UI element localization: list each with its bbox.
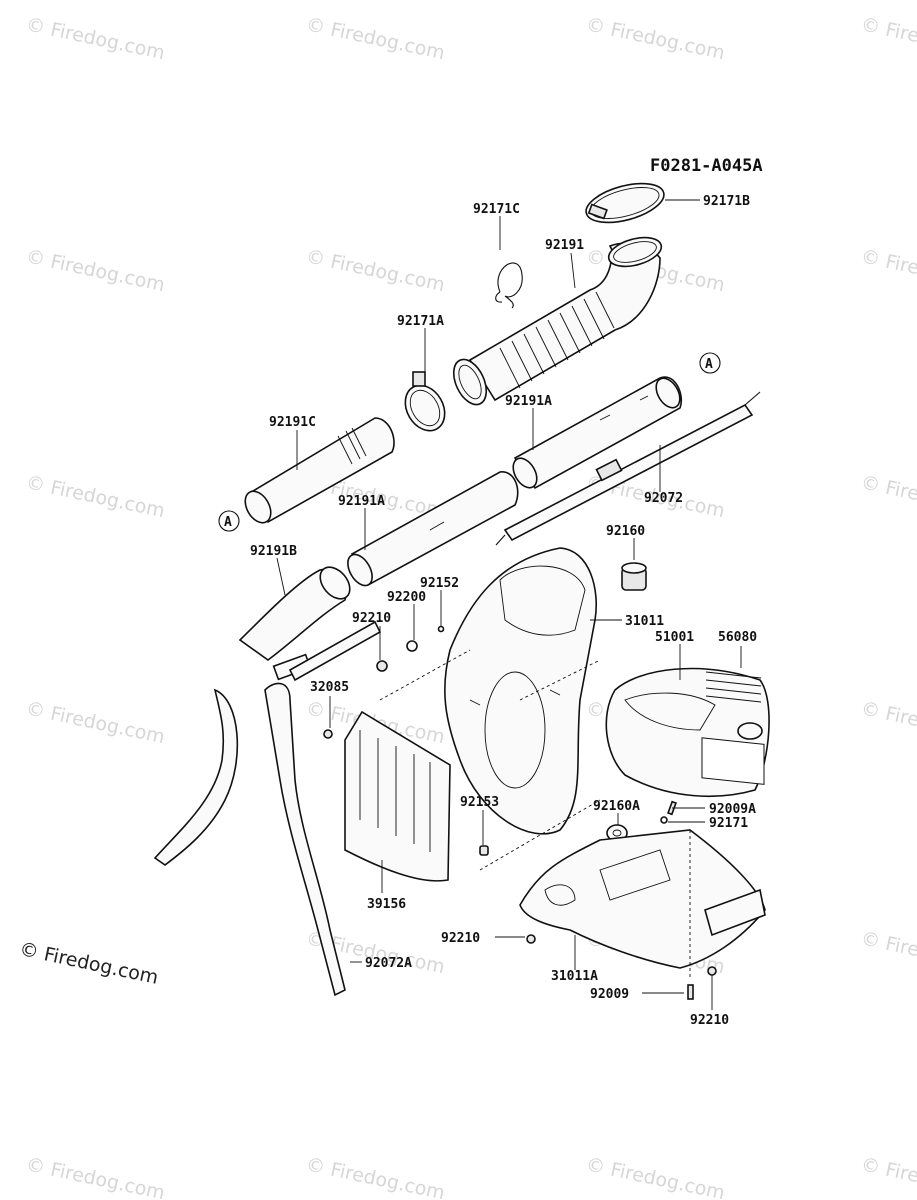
callout-a-top-text: A [705, 357, 713, 372]
back-pad-39156-drawing [344, 710, 451, 882]
harness-straps-drawing [153, 620, 382, 997]
watermark-grid: © Firedog.com © Firedog.com © Firedog.co… [24, 13, 917, 1200]
watermark: © Firedog.com [24, 245, 167, 296]
ring-clip-92171C-drawing [495, 262, 523, 309]
part-label: 92210 [690, 1013, 729, 1028]
watermark: © Firedog.com [24, 1153, 167, 1200]
part-label: 92171A [397, 314, 444, 329]
damper-92160-drawing [621, 562, 647, 591]
callout-a-left: A [218, 510, 240, 532]
watermark: © Firedog.com [304, 245, 447, 296]
label-56080-drawing [701, 671, 765, 785]
watermark: © Firedog.com [24, 471, 167, 522]
watermark: © Firedog.com [859, 927, 917, 978]
pipe-92191A-upper-drawing [512, 376, 682, 490]
pipe-92191C-drawing [244, 417, 395, 524]
part-label: 92009A [709, 802, 756, 817]
part-label: 92200 [387, 590, 426, 605]
part-label: 92191 [545, 238, 584, 253]
part-label: 92160 [606, 524, 645, 539]
lower-frame-31011A-drawing [519, 829, 766, 969]
part-label: 39156 [367, 897, 406, 912]
watermark: © Firedog.com [584, 1153, 727, 1200]
part-label: 92191C [269, 415, 316, 430]
leader-lines [276, 199, 742, 1010]
callout-a-top: A [699, 352, 721, 374]
part-label: 92191B [250, 544, 297, 559]
watermark: © Firedog.com [24, 13, 167, 64]
callout-a-left-text: A [224, 515, 232, 530]
part-labels: 92171B 92171C 92191 92171A 92191A 92191C… [250, 194, 757, 1028]
part-label: 92191A [505, 394, 552, 409]
part-label: 31011A [551, 969, 598, 984]
diagram-code: F0281-A045A [650, 156, 763, 176]
elbow-92191B-drawing [238, 566, 351, 661]
part-label: 92072 [644, 491, 683, 506]
pipe-92191A-middle-drawing [347, 471, 519, 587]
part-label: 92171B [703, 194, 750, 209]
plug-92153-drawing [479, 845, 489, 856]
part-label: 92171 [709, 816, 748, 831]
watermark: © Firedog.com [859, 13, 917, 64]
watermark: © Firedog.com [584, 13, 727, 64]
corrugated-hose-92191-drawing [452, 236, 663, 406]
bolt-92009A-drawing [660, 800, 677, 824]
clamp-92171A-drawing [404, 371, 446, 432]
part-label: 92171C [473, 202, 520, 217]
part-label: 92210 [352, 611, 391, 626]
watermark: © Firedog.com [304, 1153, 447, 1200]
part-label: 92191A [338, 494, 385, 509]
watermark: © Firedog.com [859, 245, 917, 296]
watermark: © Firedog.com [859, 697, 917, 748]
frame-31011-drawing [444, 547, 598, 835]
part-label: 92210 [441, 931, 480, 946]
part-label: 56080 [718, 630, 757, 645]
watermark: © Firedog.com [24, 697, 167, 748]
part-label: 32085 [310, 680, 349, 695]
part-label: 31011 [625, 614, 664, 629]
part-label: 92160A [593, 799, 640, 814]
lower-hardware-drawing [526, 934, 717, 1000]
hardware-washers-drawing [376, 625, 445, 672]
clamp-92171B-drawing [585, 182, 665, 224]
watermark: © Firedog.com [859, 1153, 917, 1200]
part-label: 92072A [365, 956, 412, 971]
watermark: © Firedog.com [859, 471, 917, 522]
watermark: © Firedog.com [304, 13, 447, 64]
part-label: 51001 [655, 630, 694, 645]
part-label: 92009 [590, 987, 629, 1002]
grommet-32085-drawing [323, 729, 333, 739]
part-label: 92153 [460, 795, 499, 810]
strap-92072-drawing [495, 391, 761, 546]
part-label: 92152 [420, 576, 459, 591]
